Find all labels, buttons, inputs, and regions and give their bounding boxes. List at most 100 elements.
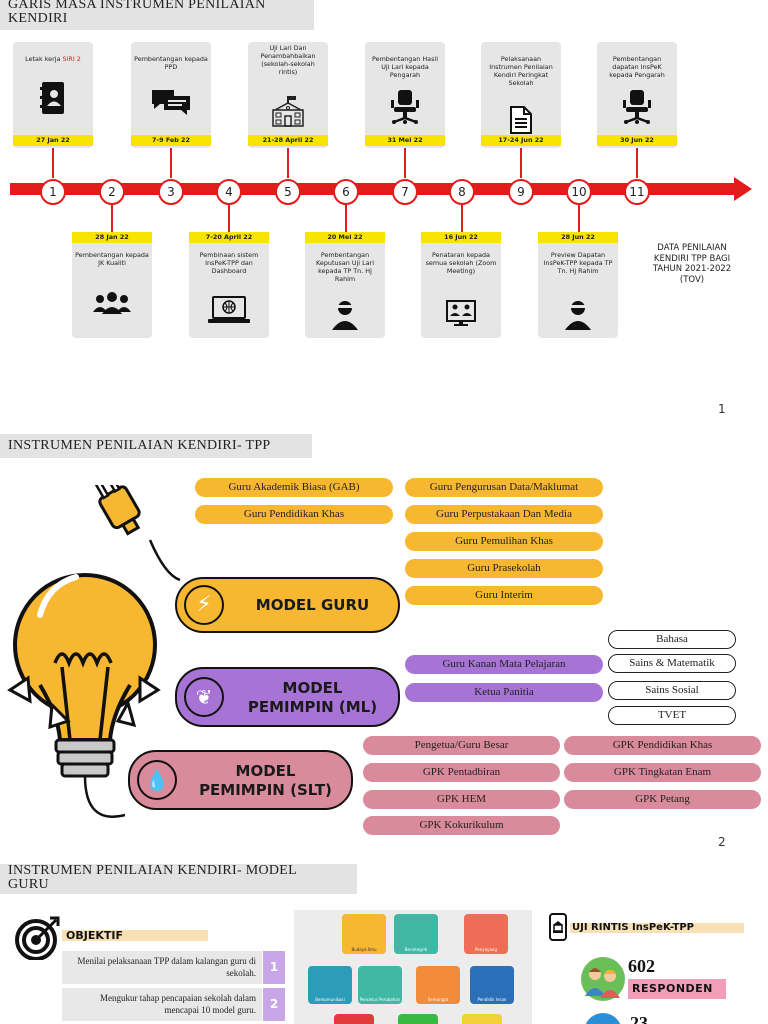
uji-rintis-label: UJI RINTIS InsPeK-TPP — [572, 922, 695, 933]
timeline-card-7-label: Pembentangan Hasil Uji Lari kepada Penga… — [372, 55, 438, 79]
address-book-icon — [40, 82, 64, 114]
connector-11 — [636, 148, 638, 178]
timeline-node-3: 3 — [158, 179, 184, 205]
guru-pill: Guru Prasekolah — [405, 559, 603, 578]
connector-5 — [287, 148, 289, 178]
timeline-node-1: 1 — [40, 179, 66, 205]
laptop-icon — [208, 296, 250, 323]
objective-number: 1 — [263, 951, 285, 984]
target-icon — [15, 916, 60, 960]
model-ml-icon-circle: ❦ — [184, 677, 224, 717]
person-icon — [565, 301, 591, 330]
connector-10 — [578, 204, 580, 232]
slt-pill: Pengetua/Guru Besar — [363, 736, 560, 755]
connector-8 — [461, 204, 463, 232]
objective-number: 2 — [263, 988, 285, 1021]
timeline-card-5: Uji Lari Dan Penambahbaikan (sekolah-sek… — [248, 42, 328, 148]
respondents-count: 602 — [628, 956, 655, 976]
collage-tile — [462, 1014, 502, 1024]
objektif-label: OBJEKTIF — [66, 929, 123, 942]
video-meeting-icon — [446, 300, 476, 326]
connector-3 — [170, 148, 172, 178]
page1-title-line1: GARIS MASA INSTRUMEN PENILAIAN — [8, 0, 266, 12]
timeline-card-8: 16 Jun 22 Penataran kepada semua sekolah… — [421, 232, 501, 338]
timeline-node-9: 9 — [508, 179, 534, 205]
model-slt-label: MODEL PEMIMPIN (SLT) — [180, 762, 351, 800]
ml-pill: Guru Kanan Mata Pelajaran — [405, 655, 603, 674]
objective-text: Mengukur tahap pencapaian sekolah dalam … — [100, 993, 256, 1015]
model-ml-label-line2: PEMIMPIN (ML) — [247, 698, 378, 716]
model-slt-label-line2: PEMIMPIN (SLT) — [199, 781, 332, 799]
timeline-node-5: 5 — [275, 179, 301, 205]
connector-6 — [345, 204, 347, 232]
page1-title: GARIS MASA INSTRUMEN PENILAIAN KENDIRI — [0, 0, 314, 30]
respondents-icon — [581, 957, 625, 1001]
timeline-card-4-label: Pembinaan sistem InsPeK-TPP dan Dashboar… — [199, 251, 259, 275]
model-guru-bar: ⚡ MODEL GURU — [175, 577, 400, 633]
model-ml-bar: ❦ MODEL PEMIMPIN (ML) — [175, 667, 400, 727]
side-note: DATA PENILAIAN KENDIRI TPP BAGI TAHUN 20… — [652, 243, 732, 285]
timeline-card-7-date: 31 Mei 22 — [365, 135, 445, 146]
objective-item: Menilai pelaksanaan TPP dalam kalangan g… — [62, 951, 262, 984]
timeline-card-9-date: 17-24 Jun 22 — [481, 135, 561, 146]
timeline-node-7: 7 — [392, 179, 418, 205]
guru-pill: Guru Interim — [405, 586, 603, 605]
objektif-bar — [62, 930, 208, 941]
page-number-2: 2 — [718, 835, 726, 849]
timeline-card-7: Pembentangan Hasil Uji Lari kepada Penga… — [365, 42, 445, 148]
page3-title-line1: INSTRUMEN PENILAIAN KENDIRI- MODEL — [8, 863, 298, 878]
timeline-card-10-date: 28 Jun 22 — [538, 232, 618, 243]
timeline-node-11: 11 — [624, 179, 650, 205]
model-guru-collage: Budaya Ilmu Berintegriti Penyayang Berko… — [294, 910, 532, 1024]
timeline-card-3-label: Pembentangan kepada PPD — [134, 55, 208, 71]
timeline-card-6-date: 20 Mei 22 — [305, 232, 385, 243]
model-guru-icon-circle: ⚡ — [184, 585, 224, 625]
phone-school-icon — [549, 913, 567, 941]
uji-rintis-bar — [570, 923, 744, 933]
group-icon — [93, 292, 131, 314]
connector-1 — [52, 148, 54, 178]
slt-pill: GPK Kokurikulum — [363, 816, 560, 835]
subject-pill: Sains & Matematik — [608, 654, 736, 673]
subject-pill: TVET — [608, 706, 736, 725]
office-chair-icon — [623, 90, 651, 124]
lightbulb-illustration — [7, 485, 181, 818]
document-icon — [510, 106, 532, 134]
timeline-card-6: 20 Mei 22 Pembentangan Keputusan Uji Lar… — [305, 232, 385, 338]
plug-icon — [94, 485, 141, 536]
model-slt-icon-circle: 💧 — [137, 760, 177, 800]
collage-tile: Semangat — [416, 966, 460, 1004]
timeline-card-5-date: 21-28 April 22 — [248, 135, 328, 146]
collage-tile — [334, 1014, 374, 1024]
timeline-node-2: 2 — [99, 179, 125, 205]
page-number-1: 1 — [718, 402, 726, 416]
objective-text: Menilai pelaksanaan TPP dalam kalangan g… — [77, 956, 256, 978]
timeline-card-1-label: Letak kerja SIRI 2 — [25, 55, 81, 63]
timeline-card-9: Pelaksanaan Instrumen Penilaian Kendiri … — [481, 42, 561, 148]
person-icon — [332, 301, 358, 330]
timeline-card-11: Pembentangan dapatan InsPeK kepada Penga… — [597, 42, 677, 148]
connector-2 — [111, 204, 113, 232]
guru-pill: Guru Pendidikan Khas — [195, 505, 393, 524]
office-chair-icon — [391, 90, 419, 124]
slt-pill: GPK HEM — [363, 790, 560, 809]
subject-pill: Bahasa — [608, 630, 736, 649]
timeline-card-3-date: 7-9 Feb 22 — [131, 135, 211, 146]
slt-pill: GPK Petang — [564, 790, 761, 809]
guru-pill: Guru Akademik Biasa (GAB) — [195, 478, 393, 497]
timeline-card-11-date: 30 Jun 22 — [597, 135, 677, 146]
collage-tile: Pendidik Insan — [470, 966, 514, 1004]
timeline-node-10: 10 — [566, 179, 592, 205]
ml-pill: Ketua Panitia — [405, 683, 603, 702]
model-ml-label: MODEL PEMIMPIN (ML) — [227, 679, 398, 717]
timeline-card-2: 28 Jan 22 Pembentangan kepada JK Kualiti — [72, 232, 152, 338]
timeline-card-2-date: 28 Jan 22 — [72, 232, 152, 243]
timeline-card-1: Letak kerja SIRI 2 27 Jan 22 — [13, 42, 93, 148]
timeline-arrow-head — [734, 177, 752, 201]
collage-tile: Berintegriti — [394, 914, 438, 954]
objective-item: Mengukur tahap pencapaian sekolah dalam … — [62, 988, 262, 1021]
model-ml-label-line1: MODEL — [282, 679, 343, 697]
timeline-card-6-label: Pembentangan Keputusan Uji Lari kepada T… — [316, 251, 374, 283]
timeline-card-10-label: Preview Dapatan InsPeK-TPP kepada TP Tn.… — [543, 251, 613, 275]
page3-title-line2: GURU — [8, 877, 49, 892]
